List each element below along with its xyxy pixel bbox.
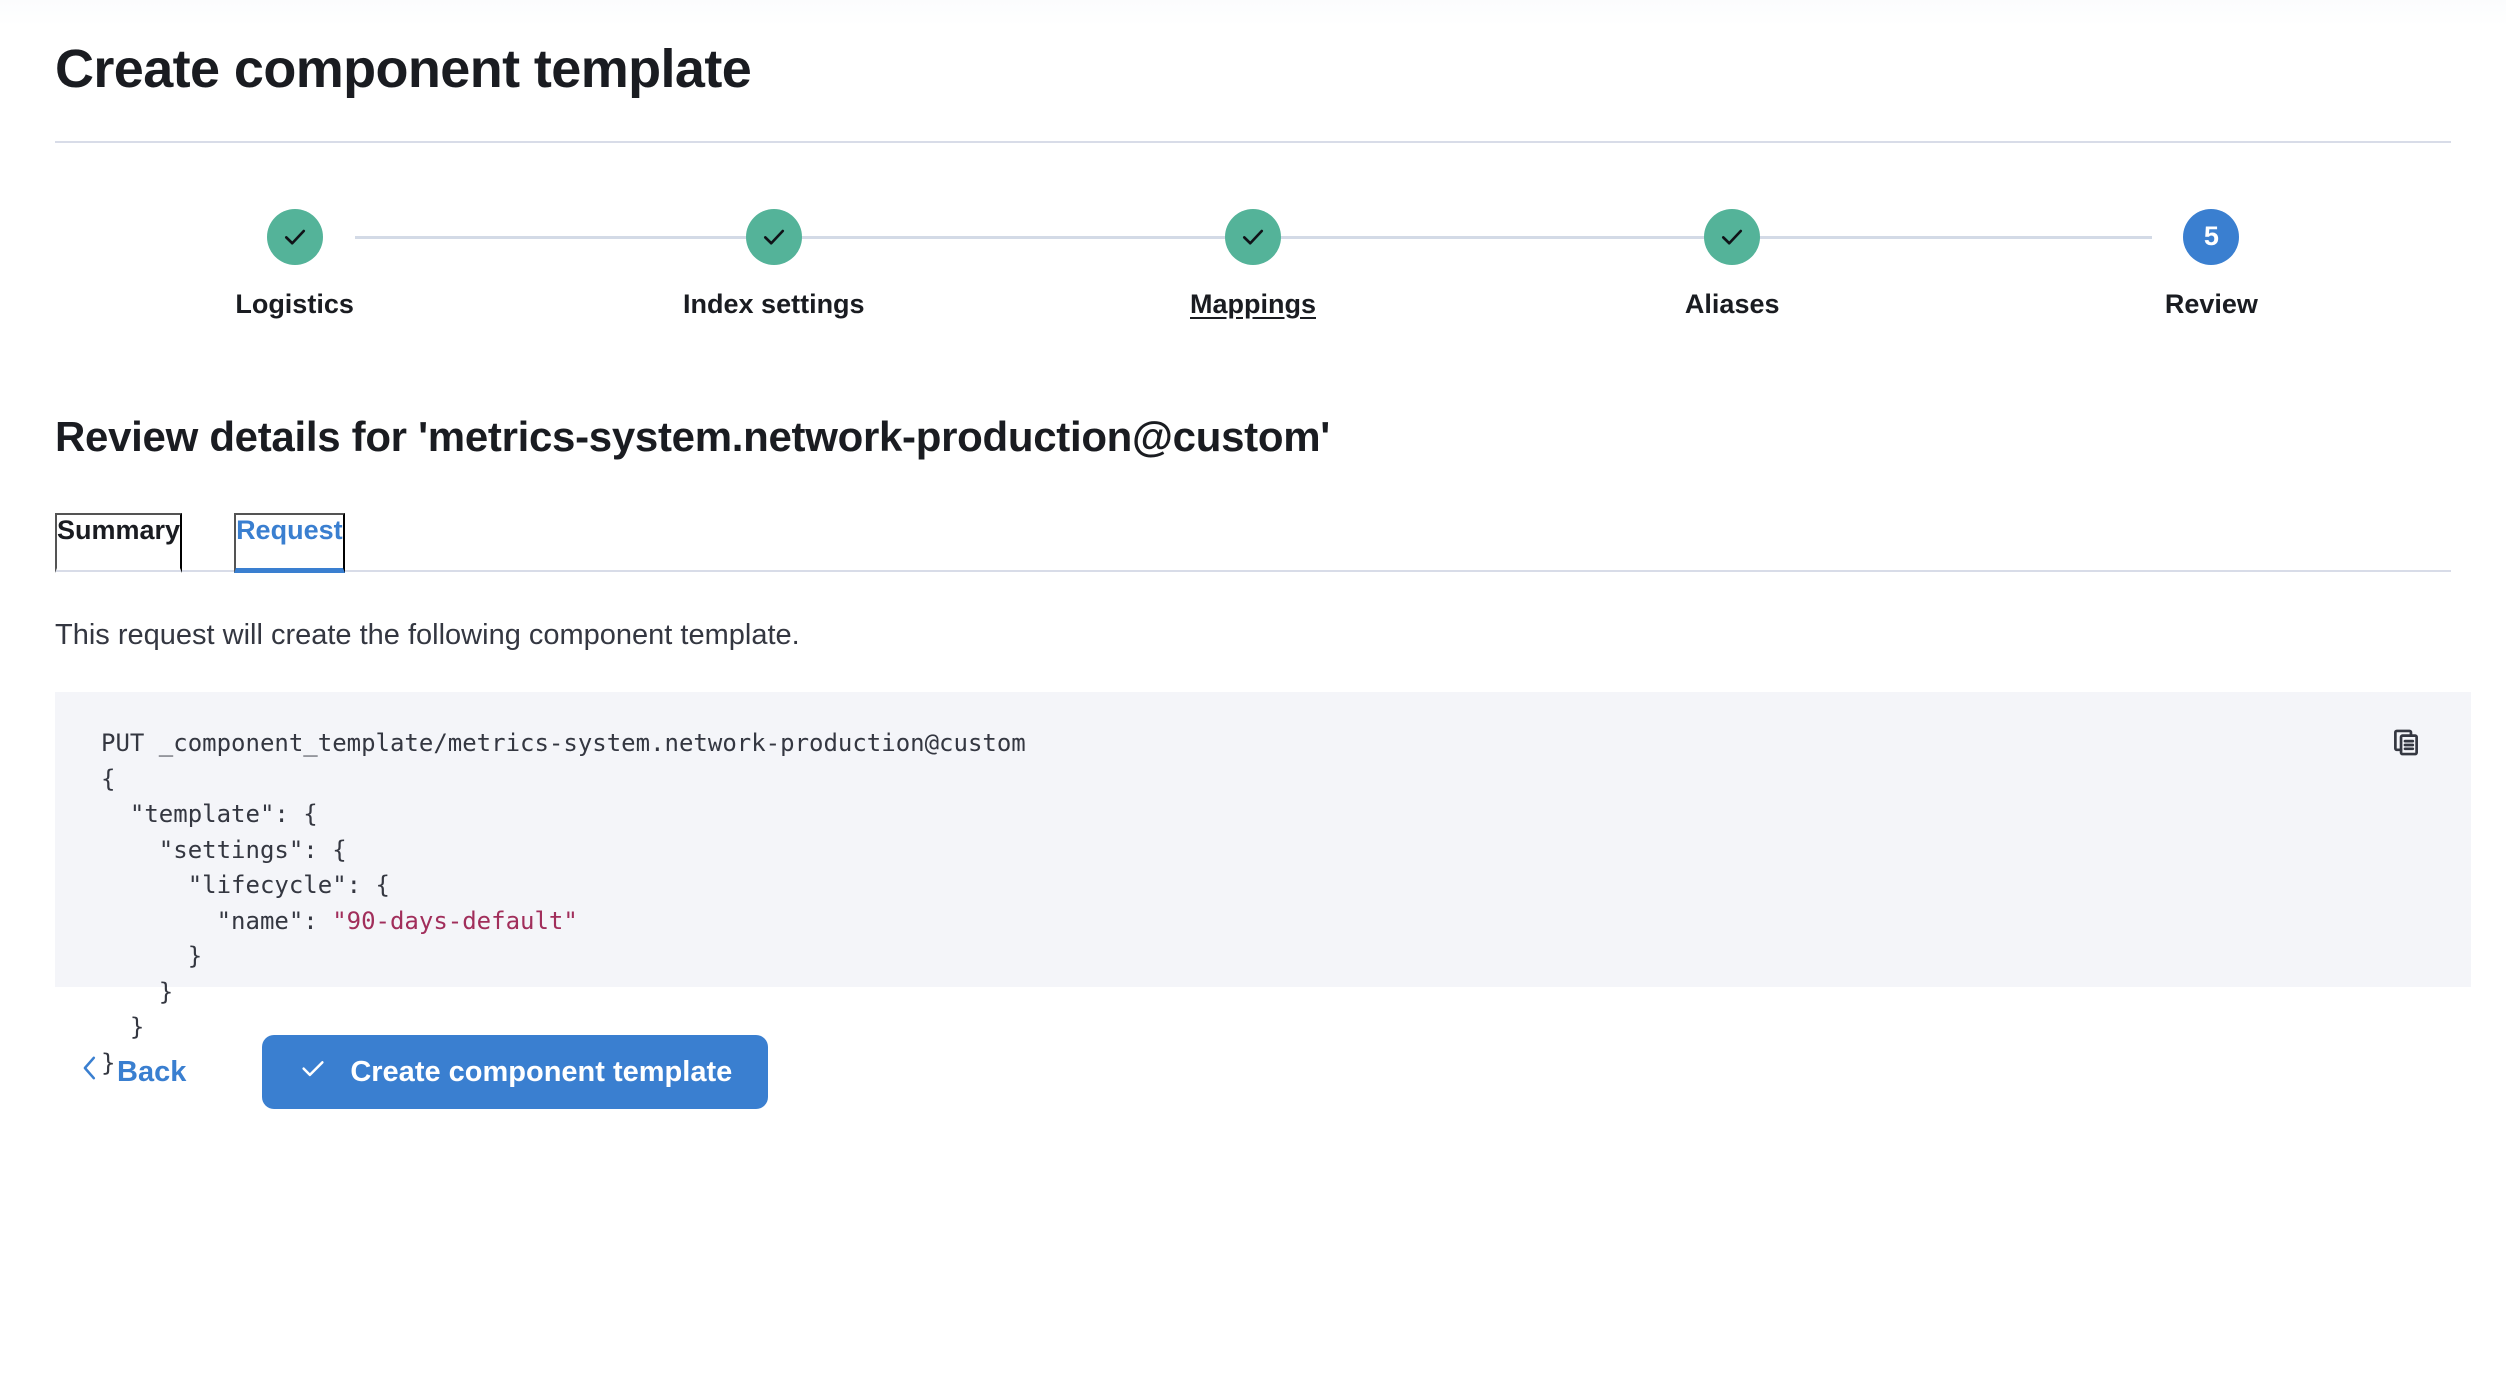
request-description: This request will create the following c… [55,618,800,651]
step-complete-badge [1225,208,1281,265]
step-complete-badge [745,208,802,265]
stepper-step-aliases[interactable]: Aliases [1493,208,1972,320]
copy-to-clipboard-button[interactable] [2385,722,2427,764]
step-number: 5 [2203,221,2219,252]
step-label: Aliases [1684,288,1780,319]
header-divider [55,140,2451,143]
check-icon [280,222,310,252]
step-number-badge: 5 [2183,208,2240,265]
review-tabs: Summary Request [55,512,2451,573]
create-component-template-button[interactable]: Create component template [262,1035,769,1110]
step-label: Index settings [683,288,865,319]
back-button[interactable]: Back [65,1040,204,1104]
stepper-step-index-settings[interactable]: Index settings [534,208,1013,320]
step-complete-badge [266,208,323,265]
stepper-step-logistics[interactable]: Logistics [55,208,534,320]
tab-summary[interactable]: Summary [55,512,183,573]
check-icon [759,222,789,252]
review-details-heading: Review details for 'metrics-system.netwo… [55,412,1330,460]
stepper-step-mappings[interactable]: Mappings [1013,208,1492,320]
request-code-text: PUT _component_template/metrics-system.n… [101,729,1026,1077]
wizard-footer: Back Create component template [55,1035,2451,1110]
request-code-block: PUT _component_template/metrics-system.n… [55,692,2471,1077]
create-component-template-button-label: Create component template [350,1055,733,1088]
step-complete-badge [1704,208,1761,265]
step-label: Logistics [235,288,354,319]
step-label: Review [2164,288,2258,319]
step-label: Mappings [1190,288,1316,319]
page-title: Create component template [55,39,752,99]
chevron-left-icon [79,1054,101,1090]
back-button-label: Back [117,1055,187,1088]
check-icon [298,1053,328,1091]
check-icon [1238,222,1268,252]
check-icon [1717,222,1747,252]
tab-request[interactable]: Request [234,512,345,573]
copy-clipboard-icon [2389,725,2423,762]
